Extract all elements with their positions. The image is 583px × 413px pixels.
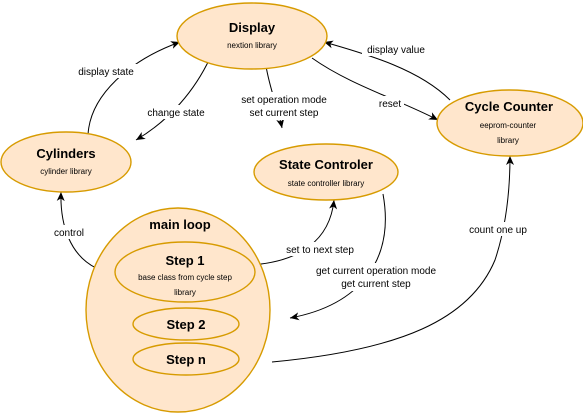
label-count-one-up: count one up [469,225,527,236]
cycle-counter-subtitle-2: library [497,136,519,145]
label-get-current-step: get current step [341,279,411,290]
main-loop-title: main loop [149,217,210,232]
edge-count-one-up [271,155,514,363]
node-step-1 [114,241,256,303]
cylinders-title: Cylinders [36,146,95,161]
step-1-subtitle-1: base class from cycle step [138,273,232,282]
label-reset: reset [379,99,401,110]
label-set-operation-mode: set operation mode [241,95,327,106]
step-n-title: Step n [166,352,206,367]
edge-reset [311,57,439,121]
label-change-state: change state [147,108,205,119]
node-cylinders [0,131,132,193]
step-2-title: Step 2 [166,317,205,332]
state-controller-subtitle: state controller library [288,179,364,188]
label-set-to-next-step: set to next step [286,245,354,256]
label-display-value: display value [367,45,425,56]
cylinders-subtitle: cylinder library [40,167,92,176]
cycle-counter-title: Cycle Counter [465,99,553,114]
node-display [176,2,328,70]
step-1-subtitle-2: library [174,288,196,297]
node-cycle-counter [436,89,583,157]
label-control: control [54,228,84,239]
node-state-controller [253,143,399,201]
edge-display-value [323,40,451,101]
edge-display-state [87,41,181,136]
node-step-2 [132,307,240,341]
display-title: Display [229,20,276,35]
display-subtitle: nextion library [227,41,277,50]
cycle-counter-subtitle-1: eeprom-counter [480,121,537,130]
label-display-state: display state [78,67,134,78]
edge-change-state [135,57,211,141]
label-set-current-step: set current step [250,108,319,119]
state-controller-title: State Controler [279,157,373,172]
label-get-current-operation-mode: get current operation mode [316,266,437,277]
node-step-n [132,342,240,376]
step-1-title: Step 1 [165,253,204,268]
